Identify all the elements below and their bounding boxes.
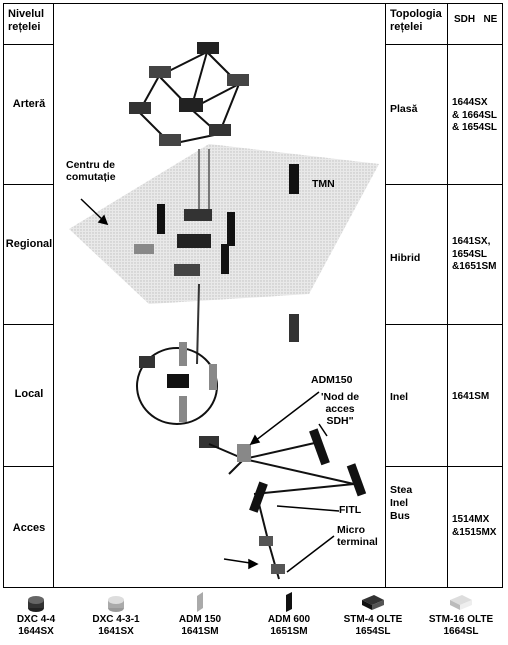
ne-regional: 1641SX, 1654SL &1651SM bbox=[452, 236, 497, 272]
topology-local: Inel bbox=[390, 391, 409, 403]
network-diagram: Centru de comutație TMN ADM150 'Nod de a… bbox=[59, 4, 389, 589]
topology-acces: Stea Inel Bus bbox=[390, 484, 413, 522]
cylinder-light-icon bbox=[108, 596, 124, 612]
level-regional: Regional bbox=[5, 238, 53, 250]
row-divider bbox=[4, 184, 54, 185]
legend-code: 1654SL bbox=[355, 626, 391, 637]
legend-name: ADM 150 bbox=[178, 614, 222, 625]
legend-name: STM-4 OLTE bbox=[343, 614, 403, 625]
row-divider bbox=[4, 44, 54, 45]
mesh-nodes bbox=[129, 42, 249, 146]
tmn-terminal bbox=[289, 164, 299, 194]
slab-dark-icon bbox=[286, 592, 292, 612]
cylinder-dark-icon bbox=[28, 596, 44, 612]
ne-local: 1641SM bbox=[452, 391, 490, 402]
label-adm150: ADM150 bbox=[311, 374, 353, 386]
legend-name: ADM 600 bbox=[267, 614, 311, 625]
terminal bbox=[289, 314, 299, 342]
legend-name: STM-16 OLTE bbox=[428, 614, 494, 625]
annotation-arrows bbox=[80, 198, 340, 573]
legend-code: 1651SM bbox=[270, 626, 308, 637]
row-divider bbox=[4, 466, 54, 467]
label-micro-terminal: Micro terminal bbox=[337, 524, 378, 548]
regional-nodes bbox=[134, 204, 235, 276]
column-divider bbox=[385, 4, 386, 587]
row-divider bbox=[385, 184, 502, 185]
box-dark-icon bbox=[362, 595, 384, 610]
ne-artera: 1644SX & 1664SL & 1654SL bbox=[452, 97, 498, 133]
local-nodes bbox=[139, 342, 219, 448]
row-divider bbox=[385, 466, 502, 467]
level-artera: Arteră bbox=[12, 98, 46, 110]
column-divider bbox=[53, 4, 54, 587]
legend-code: 1664SL bbox=[443, 626, 479, 637]
box-light-icon bbox=[450, 595, 472, 610]
access-nodes bbox=[237, 428, 367, 574]
legend-code: 1641SM bbox=[181, 626, 219, 637]
slab-light-icon bbox=[197, 592, 203, 612]
row-divider bbox=[385, 44, 502, 45]
header-level: Nivelul rețelei bbox=[8, 8, 45, 33]
row-divider bbox=[4, 324, 54, 325]
column-divider bbox=[447, 4, 448, 587]
network-table: Nivelul rețelei Topologia rețelei SDH NE… bbox=[3, 3, 503, 588]
regional-plane bbox=[69, 144, 379, 304]
legend-code: 1641SX bbox=[98, 626, 134, 637]
ne-acces: 1514MX &1515MX bbox=[452, 514, 497, 538]
level-acces: Acces bbox=[12, 522, 46, 534]
link bbox=[196, 283, 200, 365]
legend-code: 1644SX bbox=[18, 626, 54, 637]
network-diagram-drawing bbox=[69, 42, 379, 580]
label-sdh-access-node: 'Nod de acces SDH" bbox=[321, 391, 360, 427]
row-divider bbox=[385, 324, 502, 325]
topology-regional: Hibrid bbox=[390, 252, 421, 264]
level-local: Local bbox=[14, 388, 44, 400]
label-tmn: TMN bbox=[312, 178, 335, 190]
topology-artera: Plasă bbox=[390, 103, 418, 115]
label-switching-center: Centru de comutație bbox=[66, 159, 116, 183]
legend-name: DXC 4-4 bbox=[16, 614, 56, 625]
header-topology: Topologia rețelei bbox=[390, 8, 442, 33]
legend-name: DXC 4-3-1 bbox=[92, 614, 140, 625]
header-sdh-ne: SDH NE bbox=[454, 14, 498, 25]
label-fitl: FITL bbox=[339, 504, 362, 516]
